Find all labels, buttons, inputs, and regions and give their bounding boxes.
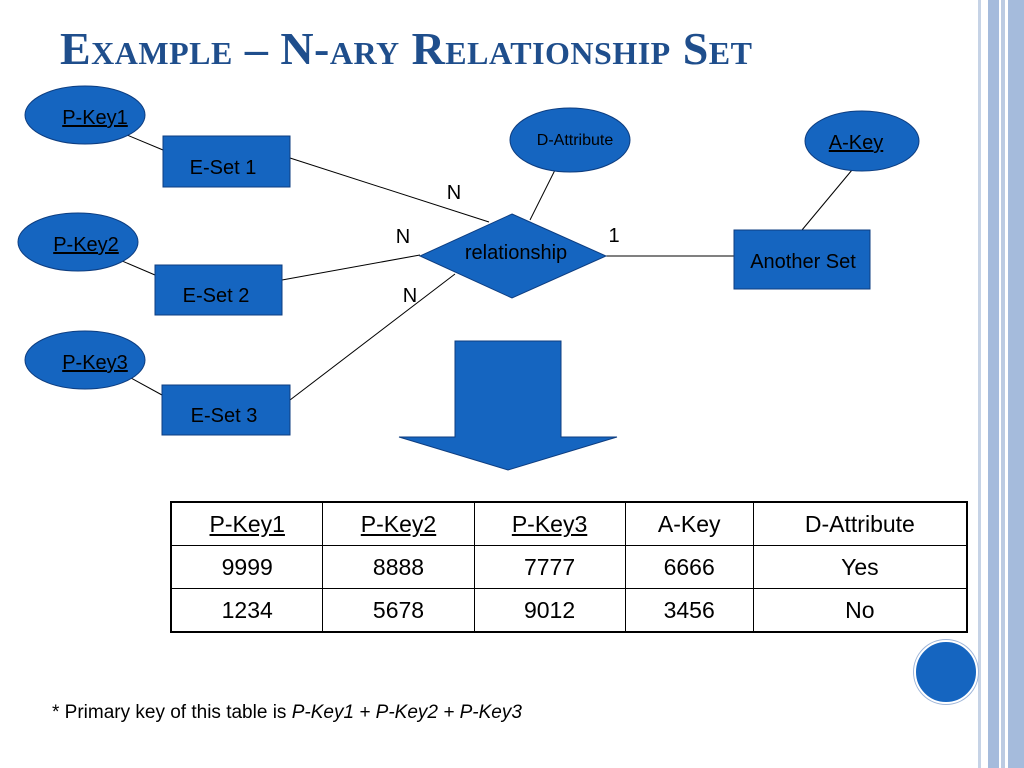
table-row: 1234 5678 9012 3456 No <box>170 588 968 633</box>
relationship-diamond: relationship <box>418 213 608 299</box>
table-header-p-key2: P-Key2 <box>322 501 475 546</box>
table-header-d-attribute: D-Attribute <box>752 501 968 546</box>
connector-dattribute-relationship <box>529 169 556 221</box>
table-cell: 9012 <box>473 588 626 633</box>
table-cell: 3456 <box>624 588 754 633</box>
table-cell: No <box>752 588 968 633</box>
attribute-p-key3: P-Key3 <box>24 330 146 390</box>
entity-label: E-Set 3 <box>191 405 258 427</box>
result-table: P-Key1 P-Key2 P-Key3 A-Key D-Attribute 9… <box>170 501 968 633</box>
relationship-label: relationship <box>465 242 567 264</box>
right-border-stripe <box>978 0 981 768</box>
entity-e-set-2: E-Set 2 <box>154 264 283 316</box>
entity-label: Another Set <box>750 251 856 273</box>
cardinality-eset3: N <box>403 285 417 307</box>
table-cell: 7777 <box>473 545 626 589</box>
connector-akey-another <box>801 169 853 231</box>
note-keys: P-Key1 + P-Key2 + P-Key3 <box>291 702 522 723</box>
table-header-p-key3: P-Key3 <box>473 501 626 546</box>
attribute-label: D-Attribute <box>537 132 614 149</box>
attribute-label: P-Key1 <box>62 107 128 129</box>
entity-e-set-1: E-Set 1 <box>162 135 291 188</box>
er-diagram: P-Key1 P-Key2 P-Key3 A-Key D-Attribute E… <box>17 85 920 471</box>
connector-eset1-relationship <box>289 157 490 223</box>
slide-title: Example – N-ary Relationship Set <box>60 23 753 74</box>
attribute-d-attribute: D-Attribute <box>509 107 631 173</box>
attribute-a-key: A-Key <box>804 110 920 172</box>
attribute-label: A-Key <box>829 132 883 154</box>
table-cell: 1234 <box>170 588 324 633</box>
table-header-a-key: A-Key <box>624 501 754 546</box>
connector-eset2-relationship <box>281 254 421 281</box>
decorative-circle <box>914 640 978 704</box>
connector-eset3-relationship <box>289 273 456 401</box>
cardinality-another: 1 <box>608 225 619 247</box>
entity-e-set-3: E-Set 3 <box>161 384 291 436</box>
table-row: 9999 8888 7777 6666 Yes <box>170 545 968 589</box>
attribute-p-key1: P-Key1 <box>24 85 146 145</box>
table-cell: 8888 <box>322 545 475 589</box>
entity-label: E-Set 2 <box>183 285 250 307</box>
right-border-stripe <box>988 0 999 768</box>
right-border-stripe <box>1001 0 1005 768</box>
down-arrow-icon <box>398 340 618 471</box>
note-prefix: * Primary key of this table is <box>52 702 292 723</box>
attribute-label: P-Key2 <box>53 234 119 256</box>
table-cell: 9999 <box>170 545 324 589</box>
cardinality-eset2: N <box>396 226 410 248</box>
table-header-row: P-Key1 P-Key2 P-Key3 A-Key D-Attribute <box>170 501 968 546</box>
table-header-p-key1: P-Key1 <box>170 501 324 546</box>
cardinality-eset1: N <box>447 182 461 204</box>
entity-label: E-Set 1 <box>190 157 257 179</box>
table-cell: Yes <box>752 545 968 589</box>
attribute-label: P-Key3 <box>62 352 128 374</box>
attribute-p-key2: P-Key2 <box>17 212 139 272</box>
table-cell: 6666 <box>624 545 754 589</box>
right-border-stripe <box>1008 0 1024 768</box>
primary-key-note: * Primary key of this table is P-Key1 + … <box>52 702 522 724</box>
entity-another-set: Another Set <box>733 229 871 290</box>
table-cell: 5678 <box>322 588 475 633</box>
